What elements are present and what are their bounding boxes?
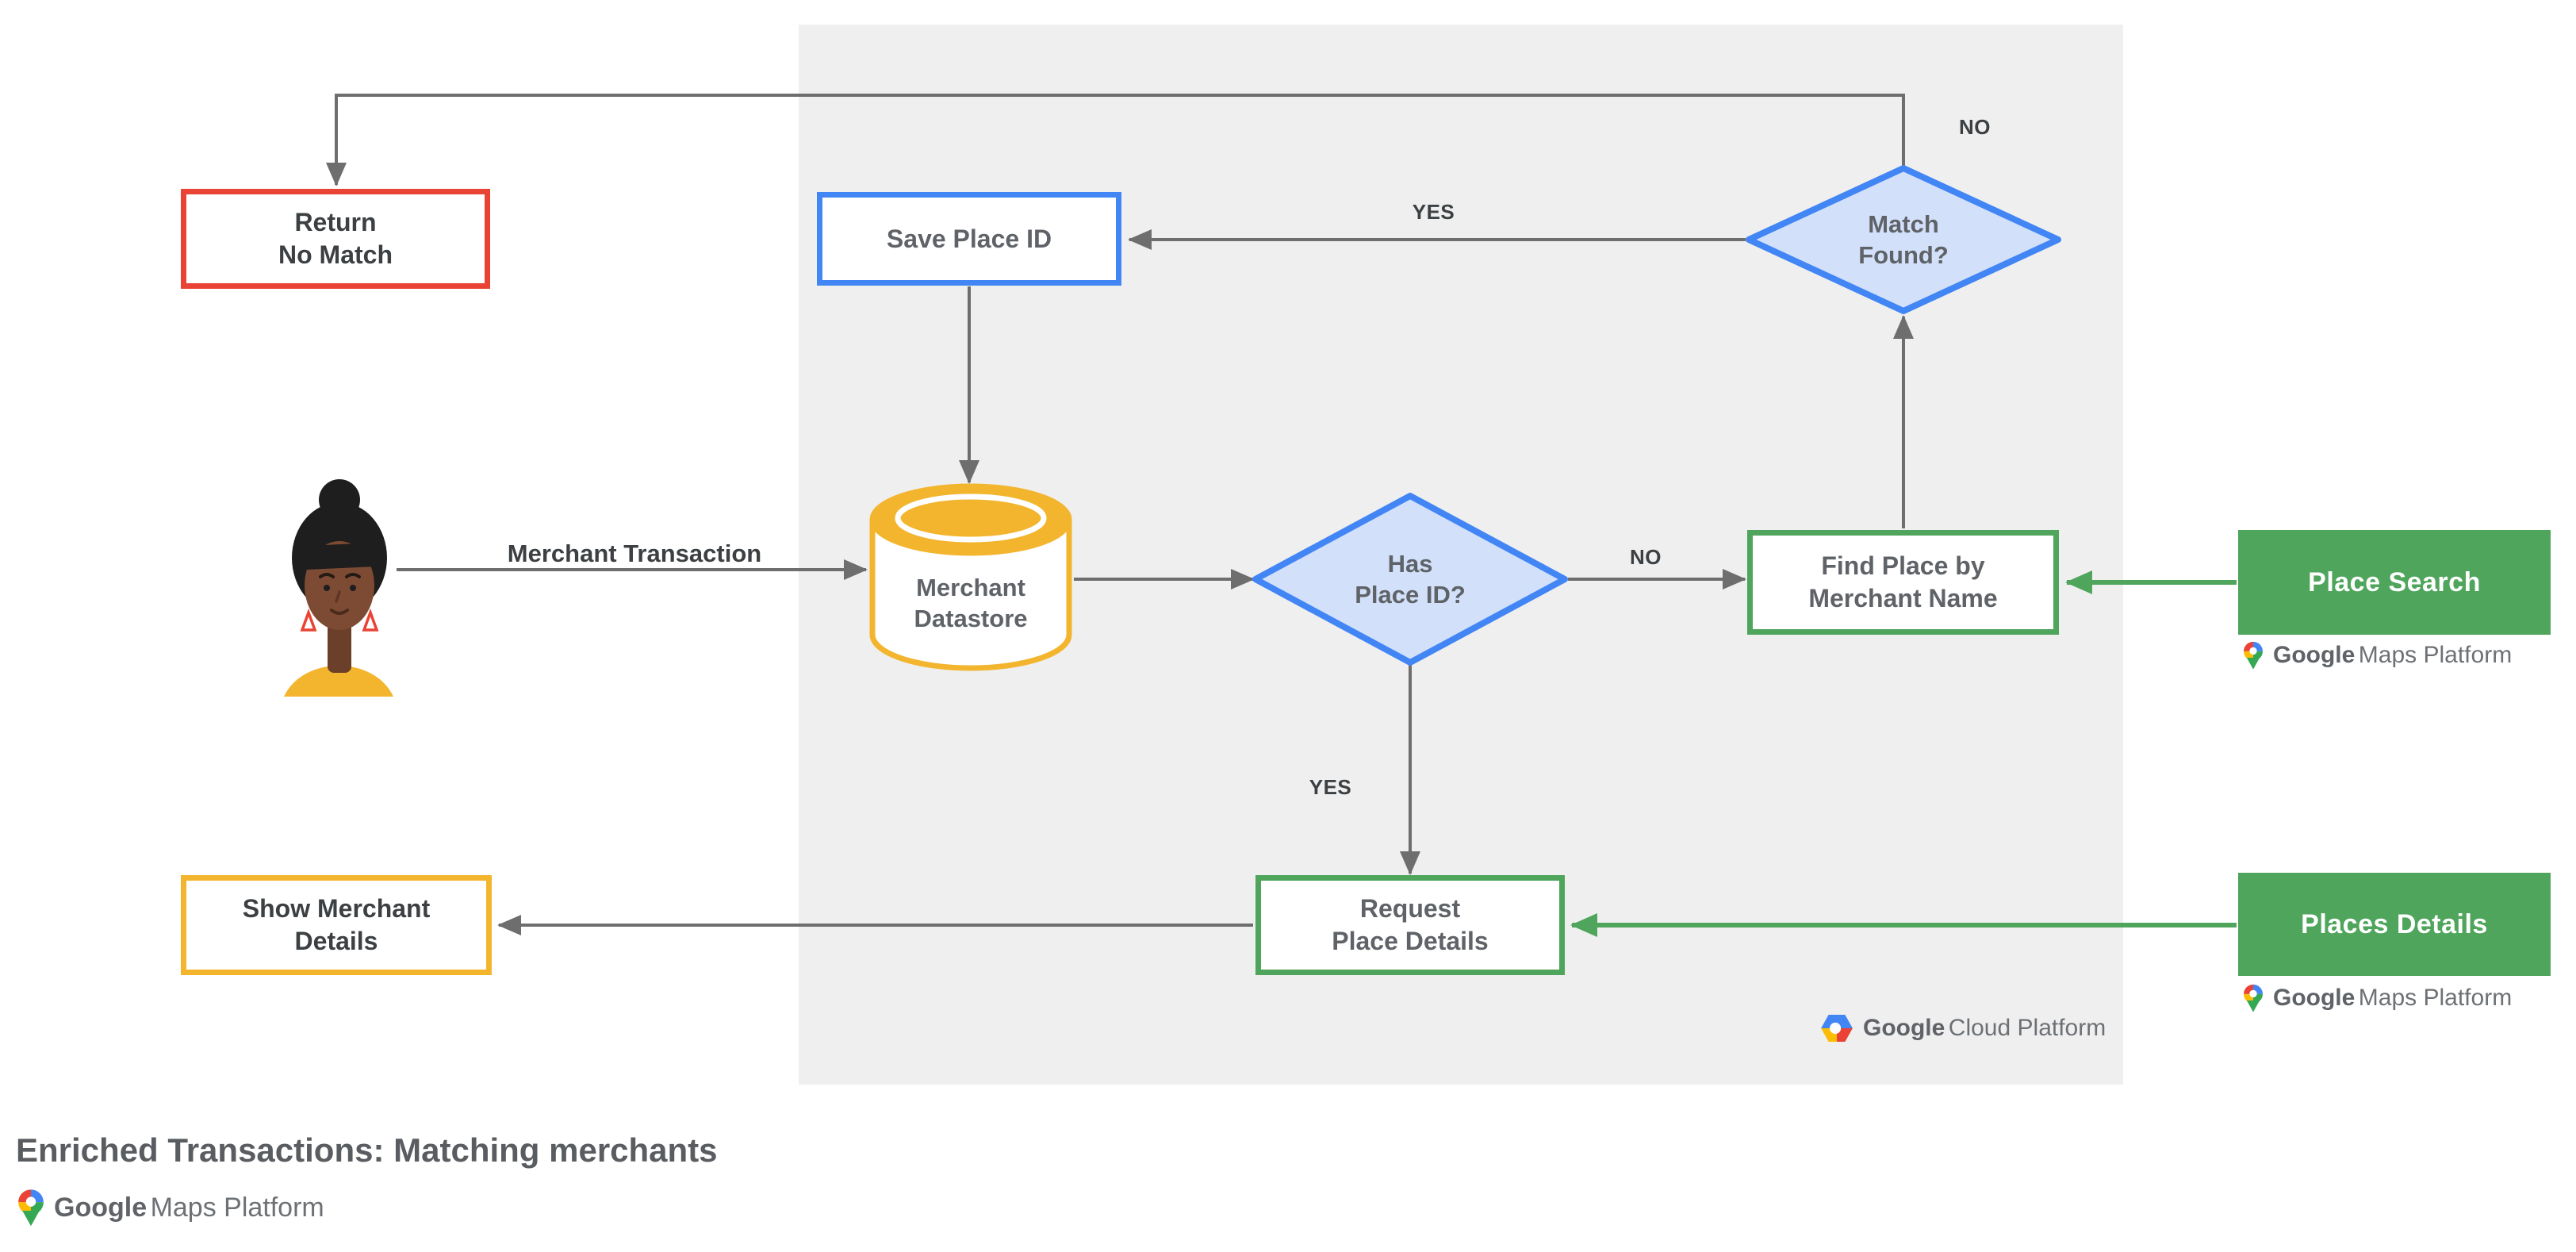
avatar-shirt bbox=[284, 666, 393, 697]
gcp-lockup: Google Cloud Platform bbox=[1820, 1014, 2106, 1043]
google-maps-pin-icon bbox=[18, 1189, 44, 1227]
node-return-no-match: Return No Match bbox=[181, 189, 490, 289]
gmp-product: Maps Platform bbox=[2358, 985, 2513, 1011]
gmp-lockup-places-details: Google Maps Platform bbox=[2243, 984, 2512, 1012]
node-save-place-id: Save Place ID bbox=[817, 192, 1121, 286]
merchant-datastore-label: Merchant Datastore bbox=[914, 574, 1028, 632]
node-find-place-by-merchant-name: Find Place by Merchant Name bbox=[1747, 530, 2059, 635]
google-cloud-hexagon-icon bbox=[1821, 1014, 1853, 1043]
gmp-brand: Google bbox=[2273, 642, 2356, 668]
google-maps-pin-icon bbox=[2244, 984, 2263, 1012]
node-place-search: Place Search bbox=[2238, 530, 2551, 635]
avatar-earring-right bbox=[362, 608, 379, 632]
gmp-brand: Google bbox=[2273, 985, 2356, 1011]
gmp-lockup-footer: Google Maps Platform bbox=[17, 1189, 324, 1227]
gmp-product: Maps Platform bbox=[2358, 642, 2513, 668]
edge-label-no-find: NO bbox=[1630, 545, 1662, 569]
avatar-earring-left bbox=[300, 608, 317, 632]
gmp-product: Maps Platform bbox=[150, 1192, 324, 1223]
match-found-label: Match Found? bbox=[1858, 210, 1949, 269]
gcp-brand: Google bbox=[1863, 1015, 1945, 1041]
gmp-brand: Google bbox=[54, 1192, 148, 1223]
edge-label-no-top: NO bbox=[1959, 115, 1991, 139]
edge-label-yes-request: YES bbox=[1309, 775, 1352, 799]
page-title: Enriched Transactions: Matching merchant… bbox=[16, 1131, 718, 1169]
has-place-id-label: Has Place ID? bbox=[1355, 550, 1466, 609]
edge-label-yes-save: YES bbox=[1412, 200, 1455, 224]
merchant-transaction-label: Merchant Transaction bbox=[507, 540, 762, 567]
gmp-lockup-place-search: Google Maps Platform bbox=[2243, 641, 2512, 670]
google-maps-pin-icon bbox=[2244, 641, 2263, 670]
node-show-merchant-details: Show Merchant Details bbox=[181, 875, 492, 975]
gcp-product: Cloud Platform bbox=[1948, 1015, 2106, 1041]
node-places-details: Places Details bbox=[2238, 873, 2551, 976]
node-request-place-details: Request Place Details bbox=[1255, 875, 1565, 975]
person-avatar bbox=[279, 474, 398, 697]
